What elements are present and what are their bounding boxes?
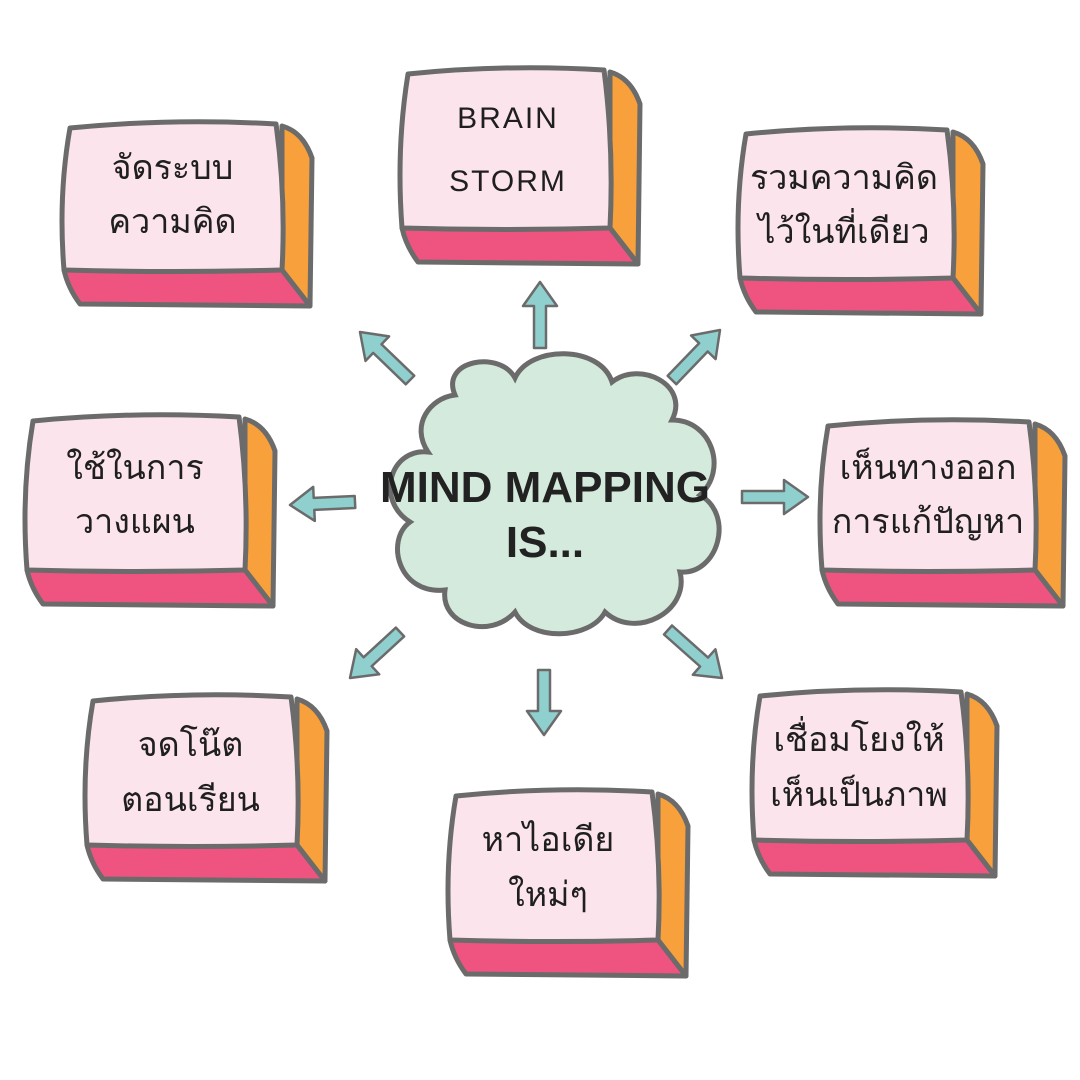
box-side-visual-links	[964, 691, 1000, 879]
center-cloud	[387, 351, 722, 637]
box-face-see-solutions	[817, 417, 1039, 574]
box-bottom-class-notes	[84, 842, 328, 884]
box-brain-storm-line2: STORM	[449, 165, 567, 198]
box-new-ideas-line2: ใหม่ๆ	[508, 874, 588, 915]
box-bottom-use-in-planning	[24, 567, 276, 609]
box-bottom-gather-ideas	[737, 275, 984, 317]
box-face-brain-storm	[397, 65, 614, 232]
box-side-new-ideas	[655, 791, 691, 979]
box-bottom-new-ideas	[447, 937, 689, 979]
box-face-new-ideas	[445, 787, 662, 944]
box-organize-thoughts-line1: จัดระบบ	[111, 147, 234, 188]
box-face-gather-ideas	[735, 125, 957, 282]
box-side-brain-storm	[607, 69, 643, 267]
box-label-class-notes: จดโน๊ต ตอนเรียน	[88, 705, 293, 840]
box-use-in-planning-line2: วางแผน	[75, 502, 195, 542]
box-side-organize-thoughts	[279, 123, 315, 309]
box-side-use-in-planning	[242, 416, 278, 609]
box-see-solutions-line1: เห็นทางออก	[839, 447, 1017, 488]
box-new-ideas	[445, 787, 691, 979]
arrow-up-left	[358, 330, 416, 386]
box-new-ideas-line1: หาไอเดีย	[481, 820, 615, 861]
box-face-visual-links	[749, 687, 971, 844]
box-face-use-in-planning	[22, 412, 249, 574]
center-title-line2: IS...	[505, 518, 585, 567]
box-face-class-notes	[82, 692, 301, 849]
box-label-visual-links: เชื่อมโยงให้ เห็นเป็นภาพ	[755, 700, 963, 835]
box-label-use-in-planning: ใช้ในการ วางแผน	[30, 425, 240, 565]
box-brain-storm	[397, 65, 643, 267]
box-label-brain-storm: BRAIN STORM	[408, 80, 608, 220]
box-bottom-visual-links	[751, 837, 998, 879]
box-brain-storm-line1: BRAIN	[457, 102, 559, 135]
box-see-solutions-line2: การแก้ปัญหา	[831, 502, 1025, 542]
arrow-up	[521, 280, 559, 350]
box-use-in-planning-line1: ใช้ในการ	[66, 447, 204, 488]
box-label-new-ideas: หาไอเดีย ใหม่ๆ	[448, 800, 648, 935]
box-gather-ideas-line2: ไว้ในที่เดียว	[758, 212, 930, 252]
arrow-down-right	[662, 624, 724, 680]
center-title: MIND MAPPING IS...	[380, 440, 710, 590]
arrow-down	[525, 668, 563, 737]
box-label-gather-ideas: รวมความคิด ไว้ในที่เดียว	[738, 140, 950, 270]
box-bottom-organize-thoughts	[61, 267, 313, 309]
arrow-down-left	[348, 626, 406, 680]
box-organize-thoughts-line2: ความคิด	[108, 202, 237, 242]
box-class-notes-line1: จดโน๊ต	[137, 725, 244, 766]
box-side-gather-ideas	[950, 129, 986, 317]
box-bottom-see-solutions	[819, 567, 1066, 609]
box-bottom-brain-storm	[399, 225, 641, 267]
box-label-see-solutions: เห็นทางออก การแก้ปัญหา	[822, 425, 1034, 565]
box-gather-ideas-line1: รวมความคิด	[750, 157, 938, 198]
box-organize-thoughts	[59, 119, 315, 309]
box-face-organize-thoughts	[59, 119, 286, 274]
box-class-notes-line2: ตอนเรียน	[121, 779, 260, 820]
arrow-left	[288, 485, 357, 523]
box-class-notes	[82, 692, 330, 884]
box-visual-links-line2: เห็นเป็นภาพ	[770, 774, 948, 815]
box-label-organize-thoughts: จัดระบบ ความคิด	[65, 130, 280, 260]
arrow-up-right	[666, 328, 722, 386]
box-see-solutions	[817, 417, 1068, 609]
box-side-see-solutions	[1032, 421, 1068, 609]
box-side-class-notes	[294, 696, 330, 884]
center-title-line1: MIND MAPPING	[380, 463, 710, 512]
box-visual-links-line1: เชื่อมโยงให้	[773, 720, 945, 761]
box-gather-ideas	[735, 125, 986, 317]
box-visual-links	[749, 687, 1000, 879]
arrow-right	[740, 478, 810, 516]
box-use-in-planning	[22, 412, 278, 609]
